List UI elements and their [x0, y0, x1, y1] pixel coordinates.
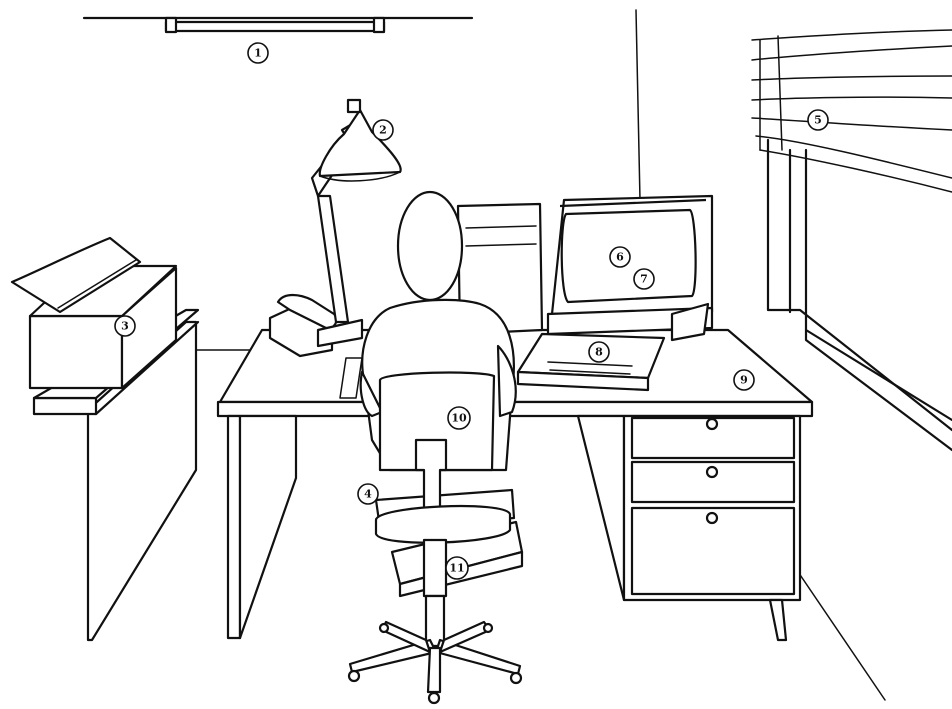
callout-label: 8 [595, 346, 603, 359]
ceiling-light-fixture [84, 18, 472, 32]
callout-11: 11 [446, 557, 468, 579]
callout-label: 5 [814, 114, 822, 127]
callout-2: 2 [373, 120, 393, 140]
callout-6: 6 [610, 247, 630, 267]
callout-10: 10 [448, 407, 470, 429]
keyboard [518, 334, 664, 390]
monitor [548, 196, 712, 340]
callout-4: 4 [358, 484, 378, 504]
callout-label: 1 [254, 47, 262, 60]
callout-label: 11 [449, 562, 464, 575]
callout-label: 4 [364, 488, 372, 501]
callout-label: 9 [740, 374, 748, 387]
callout-label: 10 [451, 412, 467, 425]
callout-8: 8 [589, 342, 609, 362]
callout-1: 1 [248, 43, 268, 63]
callout-3: 3 [115, 316, 135, 336]
callout-9: 9 [734, 370, 754, 390]
callout-5: 5 [808, 110, 828, 130]
callout-label: 6 [616, 251, 624, 264]
callout-label: 7 [640, 273, 648, 286]
callout-label: 2 [379, 124, 387, 137]
callout-label: 3 [121, 320, 129, 333]
callout-7: 7 [634, 269, 654, 289]
